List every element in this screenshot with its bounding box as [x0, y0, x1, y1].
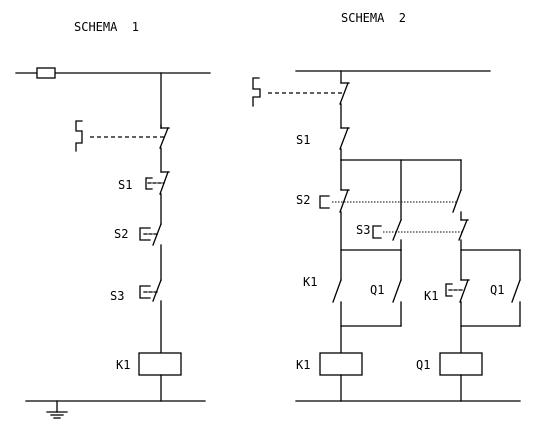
schema-1-s1-label: S1 — [118, 178, 132, 192]
schema-1-title: SCHEMA 1 — [74, 20, 139, 34]
schema-2-s1-button — [339, 127, 350, 161]
schema-2-k1-coil — [319, 352, 363, 376]
schema-1-s3-button — [139, 279, 162, 354]
schema-1-fuse — [36, 67, 56, 79]
schema-2-s3-button — [372, 219, 469, 281]
schema-2-s2-label: S2 — [296, 193, 310, 207]
schema-2-k1-contact-right-label: K1 — [424, 289, 438, 303]
schema-2-q1-contact-right-label: Q1 — [490, 283, 504, 297]
schema-2-emergency-contact — [252, 77, 350, 129]
schema-2-title: SCHEMA 2 — [341, 11, 406, 25]
schema-1-s1-button — [145, 171, 170, 225]
schema-1-emergency-contact — [75, 120, 170, 173]
schema-2-q1-coil — [439, 352, 483, 376]
schema-2-k1-contact-left — [332, 279, 342, 354]
schema-1-k1-coil-label: K1 — [116, 358, 130, 372]
schema-1-emergency-actuator — [75, 120, 83, 152]
schema-1: SCHEMA 1 S1 — [15, 20, 211, 419]
schema-2-s2-button — [319, 189, 462, 281]
schema-2-q1-contact-right — [511, 279, 521, 327]
schema-1-s3-label: S3 — [110, 289, 124, 303]
ground-icon — [46, 400, 68, 419]
schema-1-s2-label: S2 — [114, 227, 128, 241]
schema-2-k1-coil-label: K1 — [296, 358, 310, 372]
schema-2-s1-label: S1 — [296, 133, 310, 147]
schema-2-q1-contact-left-label: Q1 — [370, 283, 384, 297]
schema-2-q1-contact-left — [392, 279, 402, 327]
schema-1-k1-coil — [138, 352, 182, 376]
schema-2-q1-coil-label: Q1 — [416, 358, 430, 372]
schema-1-s2-button — [139, 223, 162, 281]
schema-2-k1-contact-label: K1 — [303, 275, 317, 289]
schema-2-k1-contact-right — [445, 279, 470, 354]
schema-2: SCHEMA 2 S1 — [252, 11, 521, 402]
schema-2-s3-label: S3 — [356, 223, 370, 237]
